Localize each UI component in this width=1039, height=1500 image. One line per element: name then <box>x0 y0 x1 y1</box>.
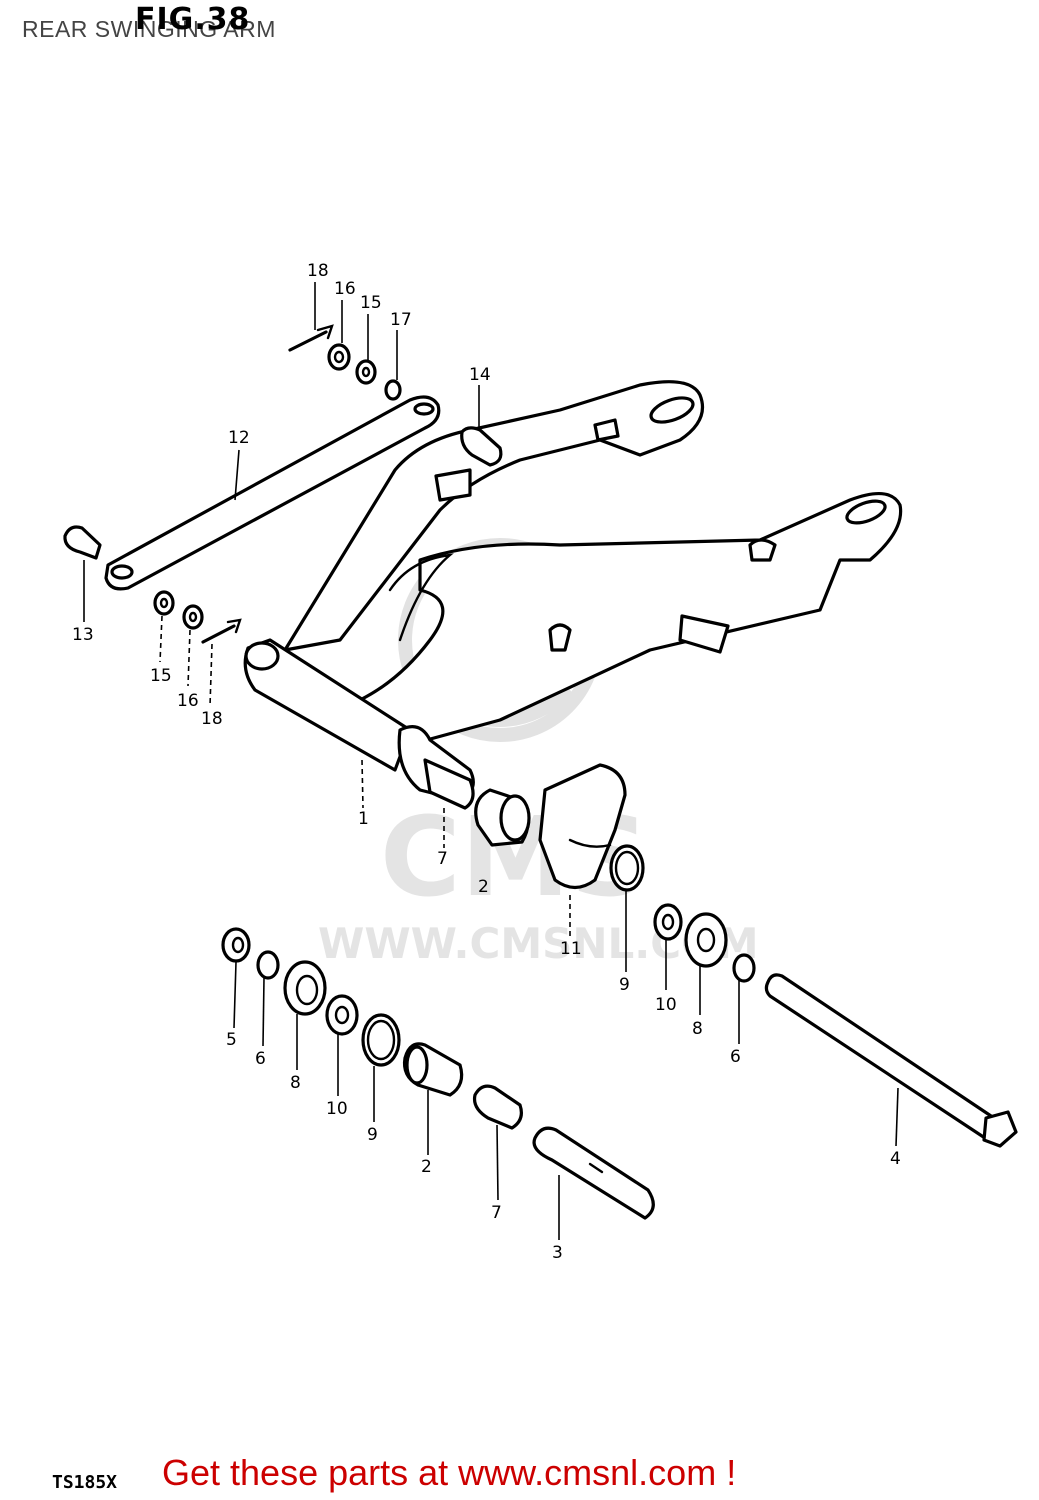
callout-15-bottom: 15 <box>150 666 172 686</box>
part-8-seal-left <box>283 960 327 1016</box>
lower-fastener-cluster <box>153 590 242 644</box>
callout-9-left: 9 <box>367 1125 378 1145</box>
part-10-washer-left <box>325 994 359 1036</box>
callout-8-right: 8 <box>692 1019 703 1039</box>
part-8-seal-right <box>684 912 728 968</box>
callout-9-right: 9 <box>619 975 630 995</box>
promo-link[interactable]: Get these parts at www.cmsnl.com ! <box>162 1452 737 1493</box>
callout-14: 14 <box>469 365 491 385</box>
callout-13: 13 <box>72 625 94 645</box>
part-13-bolt <box>63 525 102 560</box>
part-6-washer-right <box>732 953 756 983</box>
callout-16-top: 16 <box>334 279 356 299</box>
part-7-bushing-lower <box>472 1084 523 1130</box>
callout-18-top: 18 <box>307 261 329 281</box>
figure-label: FIG.38 <box>135 2 251 37</box>
callout-17: 17 <box>390 310 412 330</box>
part-10-washer-right <box>653 903 683 941</box>
callout-12: 12 <box>228 428 250 448</box>
callout-6-left: 6 <box>255 1049 266 1069</box>
callout-4: 4 <box>890 1149 901 1169</box>
leader-lines <box>83 282 899 1240</box>
callout-3: 3 <box>552 1243 563 1263</box>
callout-1: 1 <box>358 809 369 829</box>
part-12-torque-link <box>104 395 441 591</box>
part-4-pivot-bolt <box>764 973 1002 1142</box>
page-title: REAR SWINGING ARM <box>22 16 276 42</box>
callout-15-top: 15 <box>360 293 382 313</box>
callout-7-bottom: 7 <box>491 1203 502 1223</box>
callout-6-right: 6 <box>730 1047 741 1067</box>
part-14-bolt <box>460 426 503 467</box>
callout-7-top: 7 <box>437 849 448 869</box>
model-label: TS185X <box>52 1472 118 1493</box>
callout-2-top: 2 <box>478 877 489 897</box>
part-3-spacer <box>532 1126 655 1220</box>
callout-10-left: 10 <box>326 1099 348 1119</box>
part-5-nut <box>221 927 251 963</box>
callout-8-left: 8 <box>290 1073 301 1093</box>
part-11-bracket <box>538 763 627 890</box>
callout-2-bottom: 2 <box>421 1157 432 1177</box>
part-6-washer-left <box>256 950 280 980</box>
callout-5: 5 <box>226 1030 237 1050</box>
callout-16-bottom: 16 <box>177 691 199 711</box>
callout-10-right: 10 <box>655 995 677 1015</box>
callout-18-bottom: 18 <box>201 709 223 729</box>
callout-11: 11 <box>560 939 582 959</box>
lower-pivot-parts <box>221 758 1018 1220</box>
top-fastener-cluster <box>288 324 402 401</box>
callout-labels: 18 16 15 17 14 12 13 15 16 18 1 7 2 11 9… <box>72 261 901 1263</box>
swinging-arm <box>243 380 903 802</box>
part-2-upper-bushing <box>474 788 531 847</box>
